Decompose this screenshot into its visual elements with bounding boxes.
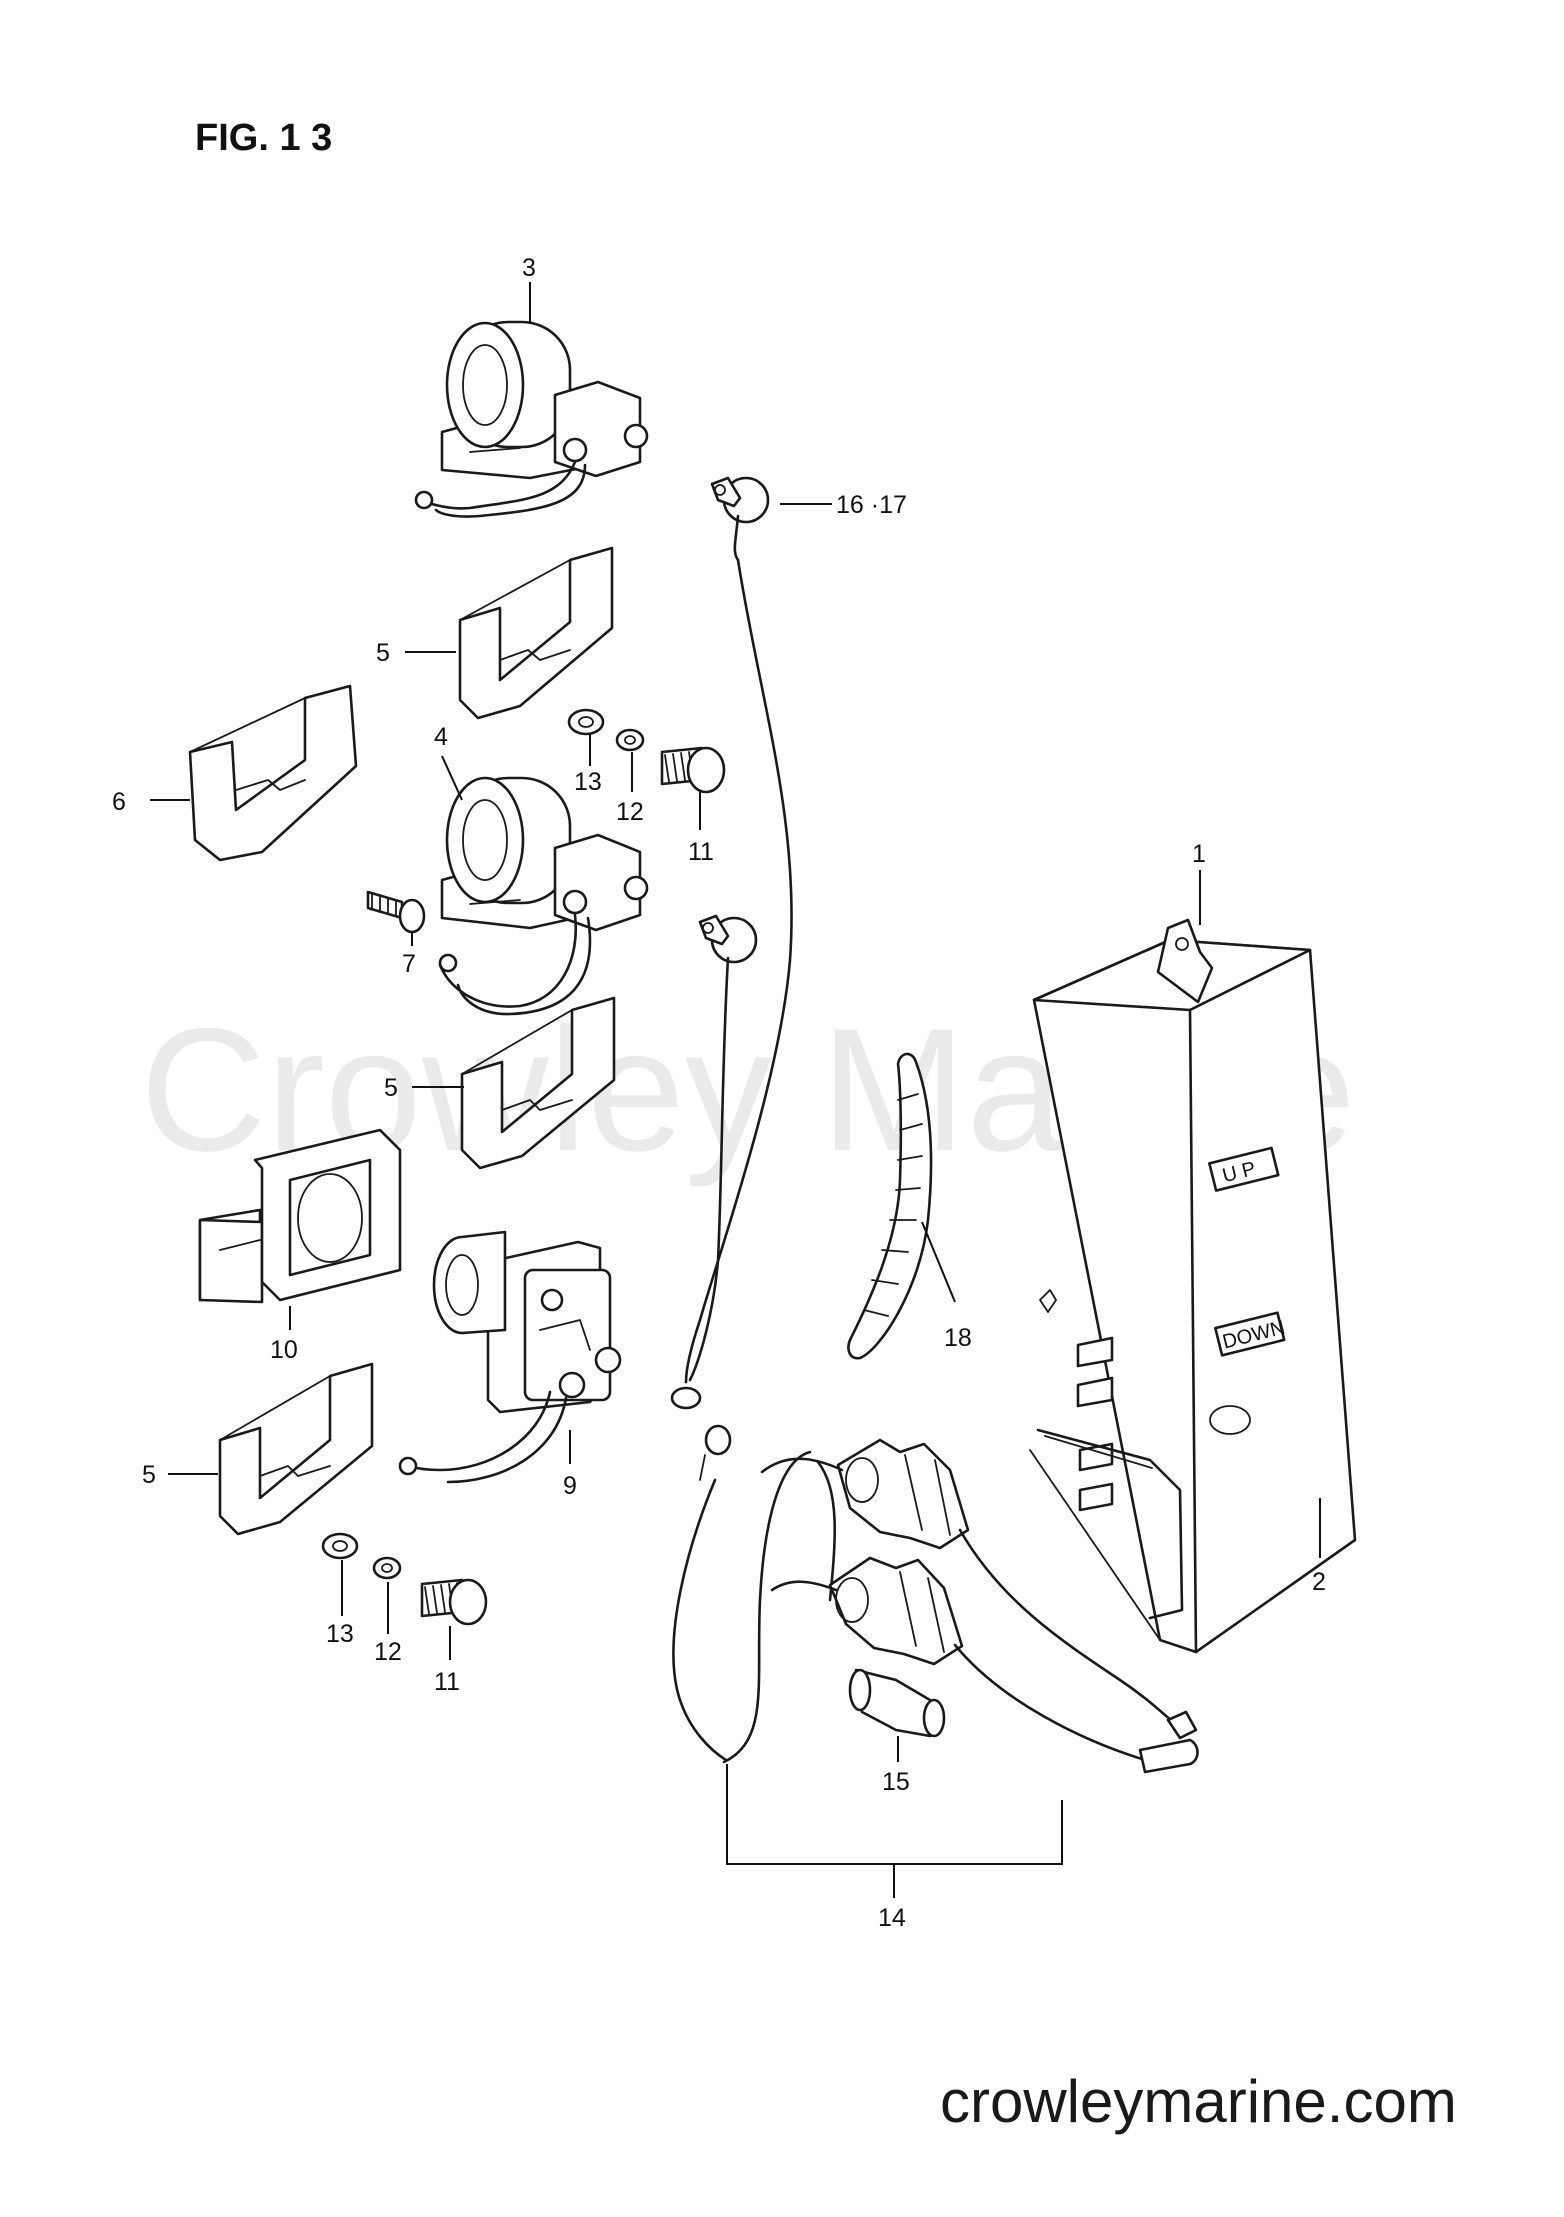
screw-part-7 <box>366 890 426 934</box>
solenoid-part-3 <box>414 320 649 518</box>
callout-label: 12 <box>616 798 644 826</box>
callout-label: 12 <box>374 1638 402 1666</box>
callout-label: 11 <box>688 838 714 866</box>
callout-label: 11 <box>434 1668 460 1696</box>
fuse-part-15 <box>848 1668 946 1738</box>
callout-label: 7 <box>402 950 416 978</box>
callout-label: 9 <box>563 1472 577 1500</box>
washer-part-13-upper <box>567 708 605 736</box>
cover-part-10 <box>198 1128 402 1304</box>
callout-label: 5 <box>142 1461 156 1489</box>
bracket-part-5-upper <box>458 546 614 720</box>
callout-label: 5 <box>376 639 390 667</box>
lead-wire-part-16-17 <box>670 476 793 1410</box>
callout-label: 3 <box>522 254 536 282</box>
callout-label: 4 <box>434 723 448 751</box>
callout-label: 16 ·17 <box>836 491 907 519</box>
bolt-part-11-upper <box>660 746 726 794</box>
site-url: crowleymarine.com <box>940 2068 1457 2135</box>
sleeve-part-18 <box>847 1052 933 1360</box>
callout-label: 1 <box>1192 840 1206 868</box>
washer-part-12-lower <box>372 1556 402 1580</box>
bolt-part-11-lower <box>420 1578 488 1626</box>
callout-label: 13 <box>574 768 602 796</box>
callout-labels: 1 2 3 4 5 5 5 6 7 9 10 11 11 12 12 13 13… <box>112 254 1326 1932</box>
callout-label: 2 <box>1312 1568 1326 1596</box>
callout-label: 15 <box>882 1768 910 1796</box>
callout-label: 6 <box>112 788 126 816</box>
callout-label: 13 <box>326 1620 354 1648</box>
harness-part-14 <box>672 1424 1199 1774</box>
bracket-part-5-middle <box>460 996 616 1170</box>
solenoid-part-4 <box>438 776 649 1016</box>
figure-title: FIG. 1 3 <box>195 117 332 159</box>
leader-lines <box>150 282 1321 1898</box>
washer-part-12-upper <box>615 728 645 752</box>
washer-part-13-lower <box>321 1532 359 1560</box>
switch-box-part-1: U P DOWN <box>1029 918 1357 1654</box>
bracket-part-5-lower <box>218 1362 374 1536</box>
callout-label: 18 <box>944 1324 972 1352</box>
callout-label: 14 <box>878 1904 906 1932</box>
solenoid-part-9 <box>398 1230 622 1484</box>
callout-label: 10 <box>270 1336 298 1364</box>
bracket-part-6 <box>188 684 358 862</box>
callout-label: 5 <box>384 1074 398 1102</box>
